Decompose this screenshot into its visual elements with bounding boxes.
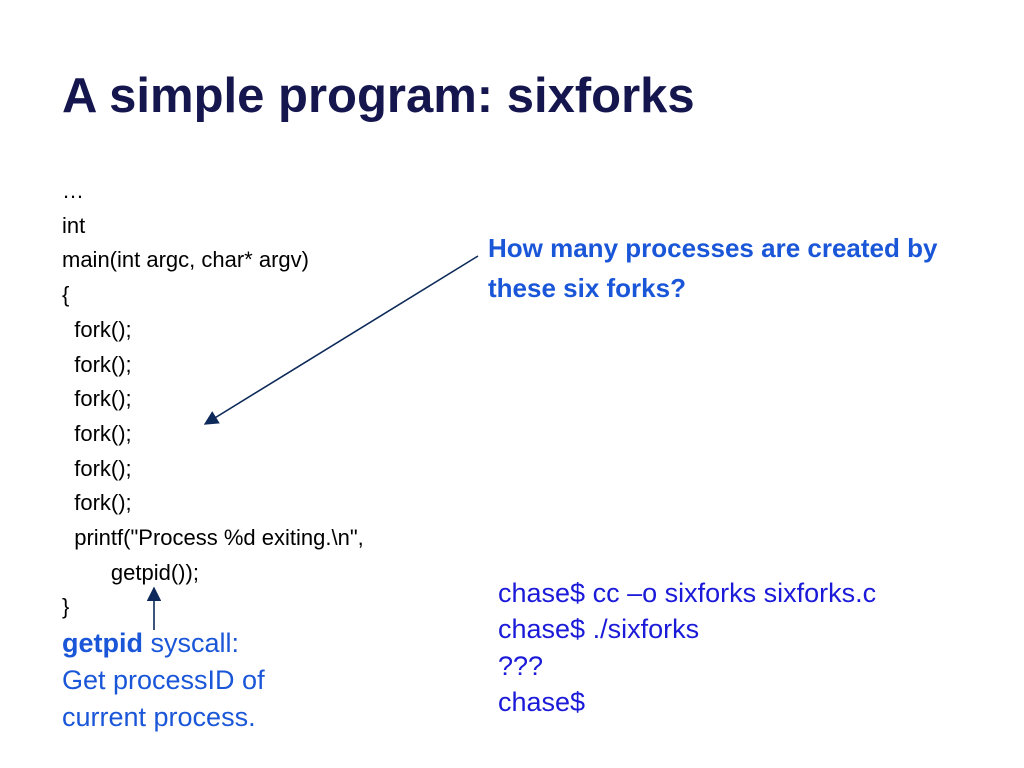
getpid-note-line: getpid syscall: — [62, 625, 392, 662]
code-line: main(int argc, char* argv) — [62, 247, 309, 273]
getpid-keyword: getpid — [62, 628, 143, 658]
code-listing: … int main(int argc, char* argv) { fork(… — [62, 174, 364, 625]
code-line: getpid()); — [62, 559, 199, 585]
slide-title: A simple program: sixforks — [62, 69, 695, 123]
code-line: int — [62, 212, 86, 238]
question-callout: How many processes are created by these … — [488, 233, 938, 303]
code-line: printf("Process %d exiting.\n", — [62, 525, 364, 551]
code-line: fork(); — [62, 490, 132, 516]
code-line: fork(); — [62, 420, 132, 446]
code-line: fork(); — [62, 316, 132, 342]
terminal-line: ??? — [498, 650, 544, 681]
terminal-line: chase$ ./sixforks — [498, 614, 700, 645]
terminal-session: chase$ cc –o sixforks sixforks.c chase$ … — [498, 575, 876, 720]
getpid-note-line: current process. — [62, 702, 256, 732]
getpid-note: getpid syscall: Get processID of current… — [62, 625, 392, 736]
terminal-line: chase$ cc –o sixforks sixforks.c — [498, 578, 877, 608]
getpid-note-line: Get processID of — [62, 665, 265, 695]
getpid-note-rest: syscall: — [143, 628, 240, 658]
code-line: fork(); — [62, 455, 132, 481]
terminal-line: chase$ — [498, 686, 586, 717]
code-line: fork(); — [62, 386, 132, 412]
code-line: { — [62, 282, 70, 308]
code-line: fork(); — [62, 351, 132, 377]
code-line: } — [62, 594, 70, 620]
code-line: … — [62, 178, 84, 203]
